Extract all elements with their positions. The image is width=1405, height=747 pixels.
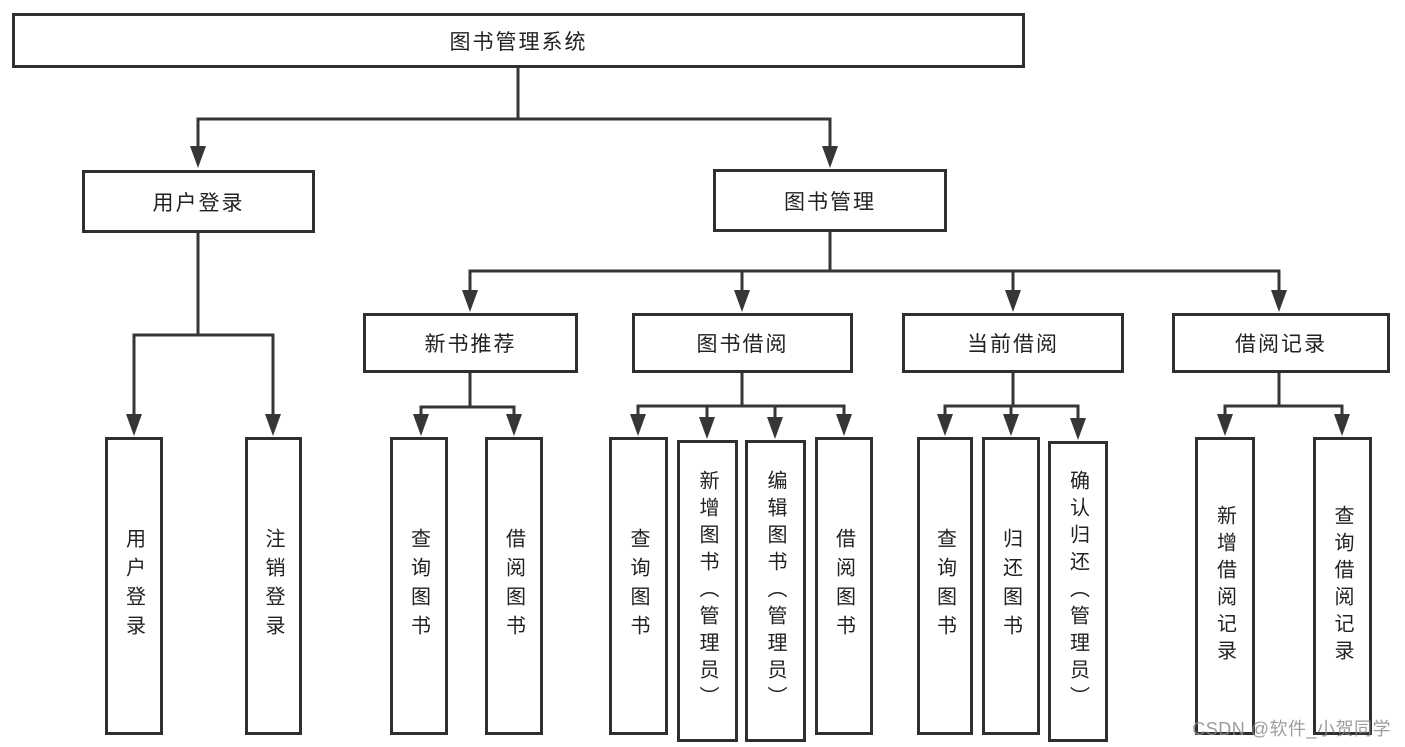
leaf-borrow-add-books-admin: 新增图书（管理员） [677,440,738,742]
leaf-borrow-edit-books-admin: 编辑图书（管理员） [745,440,806,742]
node-user-login: 用户登录 [82,170,315,233]
leaf-recommend-query-books: 查询图书 [390,437,448,735]
csdn-watermark: CSDN @软件_小贺同学 [1192,719,1391,739]
node-book-management: 图书管理 [713,169,947,232]
leaf-recommend-borrow-books: 借阅图书 [485,437,543,735]
node-book-borrow: 图书借阅 [632,313,853,373]
leaf-borrow-query-books: 查询图书 [609,437,668,735]
node-new-book-recommend: 新书推荐 [363,313,578,373]
leaf-borrow-borrow-books: 借阅图书 [815,437,873,735]
leaf-user-login: 用户登录 [105,437,163,735]
leaf-records-query-record: 查询借阅记录 [1313,437,1372,735]
node-borrow-records: 借阅记录 [1172,313,1390,373]
leaf-current-return-books: 归还图书 [982,437,1040,735]
leaf-records-add-record: 新增借阅记录 [1195,437,1255,735]
leaf-logout: 注销登录 [245,437,302,735]
node-current-borrow: 当前借阅 [902,313,1124,373]
leaf-current-confirm-return-admin: 确认归还（管理员） [1048,441,1108,742]
node-root-system: 图书管理系统 [12,13,1025,68]
leaf-current-query-books: 查询图书 [917,437,973,735]
